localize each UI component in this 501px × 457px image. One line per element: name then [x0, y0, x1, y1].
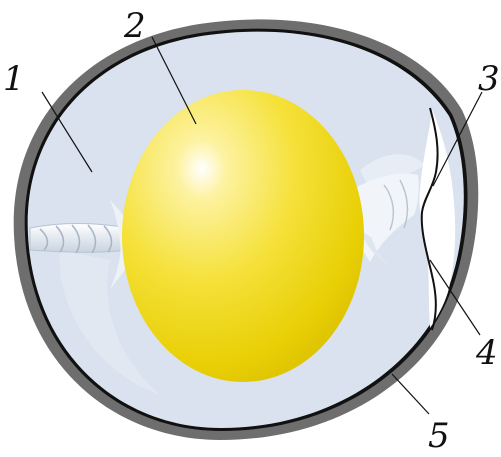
- callout-line-5: [392, 374, 429, 414]
- label-albumen: 1: [3, 59, 25, 99]
- label-shell-membrane: 4: [475, 333, 498, 373]
- label-yolk: 2: [123, 6, 146, 46]
- label-shell: 5: [428, 416, 450, 456]
- label-air-cell: 3: [478, 59, 500, 99]
- yolk: [122, 90, 364, 382]
